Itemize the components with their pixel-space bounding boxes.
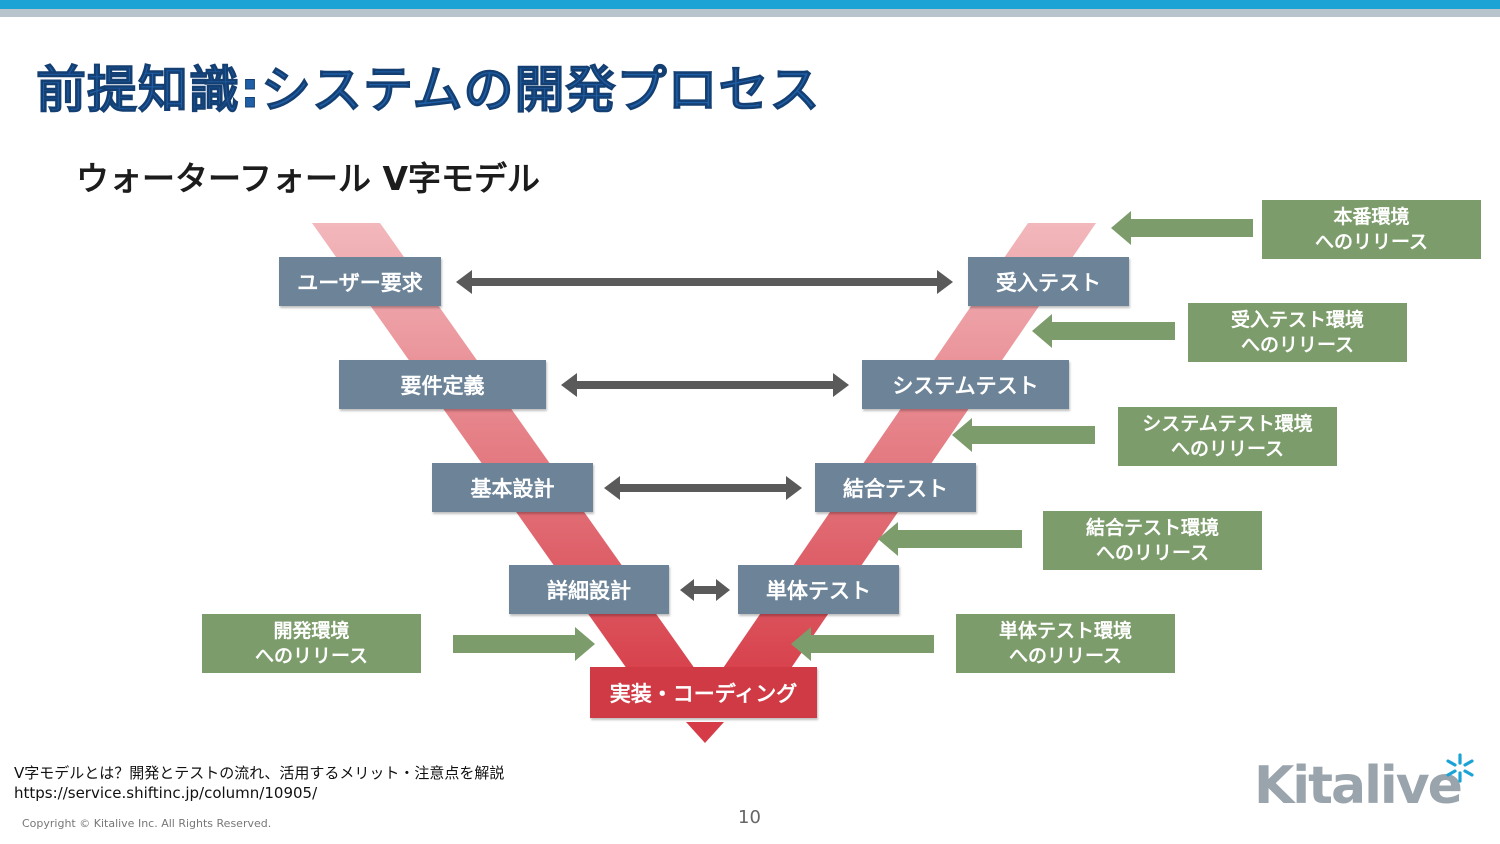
page-number: 10 [738,807,761,828]
logo-asterisk-icon [1446,753,1474,783]
copyright-text: Copyright © Kitalive Inc. All Rights Res… [22,817,272,830]
v-bottom-tip [686,722,724,743]
release-label-line1: 結合テスト環境 [1085,516,1219,539]
release-arrow-acceptance [1032,314,1175,348]
release-arrows [453,211,1253,661]
connector-arrow-basic-integration [604,476,802,500]
stage-integration-test: 結合テスト [815,463,976,512]
release-label-line1: 本番環境 [1333,205,1410,228]
kitalive-logo: Kitalive [1254,753,1484,828]
stage-requirements-definition: 要件定義 [339,360,546,409]
release-box-acceptance: 受入テスト環境 へのリリース [1188,303,1407,362]
release-label-line2: へのリリース [1240,333,1355,356]
release-label-line2: へのリリース [1314,230,1429,253]
release-label-line1: システムテスト環境 [1142,412,1313,435]
release-label-line1: 単体テスト環境 [998,619,1132,642]
stage-unit-test: 単体テスト [738,565,899,614]
reference-link[interactable]: https://service.shiftinc.jp/column/10905… [14,784,318,802]
top-accent-bar [0,0,1500,9]
release-label-line2: へのリリース [254,644,369,667]
stage-basic-design: 基本設計 [432,463,593,512]
release-box-development: 開発環境 へのリリース [202,614,421,673]
release-arrow-unit [791,627,934,661]
release-arrow-production [1111,211,1253,245]
logo-wordmark: Kitalive [1254,756,1463,816]
release-arrow-system [952,418,1095,452]
release-label-line2: へのリリース [1095,541,1210,564]
slide-title: 前提知識:システムの開発プロセス [36,61,821,120]
stage-user-requirements: ユーザー要求 [279,257,441,306]
release-label-line1: 開発環境 [273,619,350,642]
stage-acceptance-test: 受入テスト [968,257,1129,306]
connector-arrows [456,270,953,601]
stage-implementation-coding: 実装・コーディング [590,667,817,718]
stage-system-test: システムテスト [862,360,1069,409]
reference-title: V字モデルとは？開発とテストの流れ、活用するメリット・注意点を解説 [14,764,505,782]
release-label-line2: へのリリース [1008,644,1123,667]
release-label-line2: へのリリース [1170,437,1285,460]
release-box-production: 本番環境 へのリリース [1262,200,1481,259]
release-arrow-integration [878,522,1022,556]
release-box-unit: 単体テスト環境 へのリリース [956,614,1175,673]
release-box-integration: 結合テスト環境 へのリリース [1043,511,1262,570]
connector-arrow-user-acceptance [456,270,953,294]
stage-detailed-design: 詳細設計 [509,565,669,614]
release-arrow-development [453,627,595,661]
release-box-system: システムテスト環境 へのリリース [1118,407,1337,466]
top-accent-bar-secondary [0,9,1500,17]
connector-arrow-detail-unit [680,579,730,601]
connector-arrow-requirements-system [561,373,849,397]
release-label-line1: 受入テスト環境 [1230,308,1364,331]
slide-subtitle: ウォーターフォール V字モデル [76,159,541,198]
